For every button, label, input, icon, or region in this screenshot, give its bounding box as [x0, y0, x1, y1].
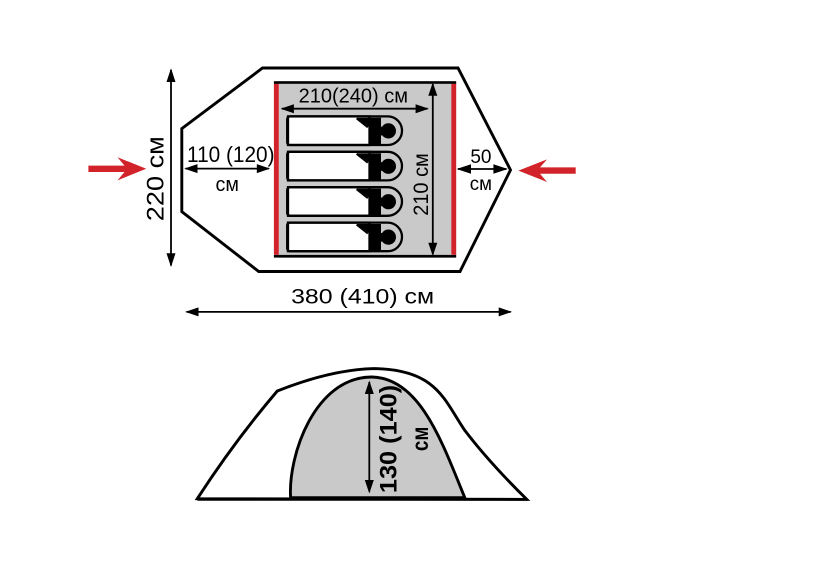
svg-text:см: см: [407, 427, 433, 452]
svg-text:380 (410) см: 380 (410) см: [291, 285, 434, 308]
svg-text:210 см: 210 см: [410, 153, 433, 216]
svg-text:см: см: [470, 174, 492, 195]
svg-text:130 (140): 130 (140): [376, 385, 403, 493]
svg-text:210(240) см: 210(240) см: [299, 86, 408, 108]
svg-text:см: см: [216, 174, 239, 196]
svg-text:110 (120): 110 (120): [187, 142, 275, 167]
svg-text:50: 50: [470, 147, 491, 168]
svg-text:220 см: 220 см: [142, 136, 169, 221]
